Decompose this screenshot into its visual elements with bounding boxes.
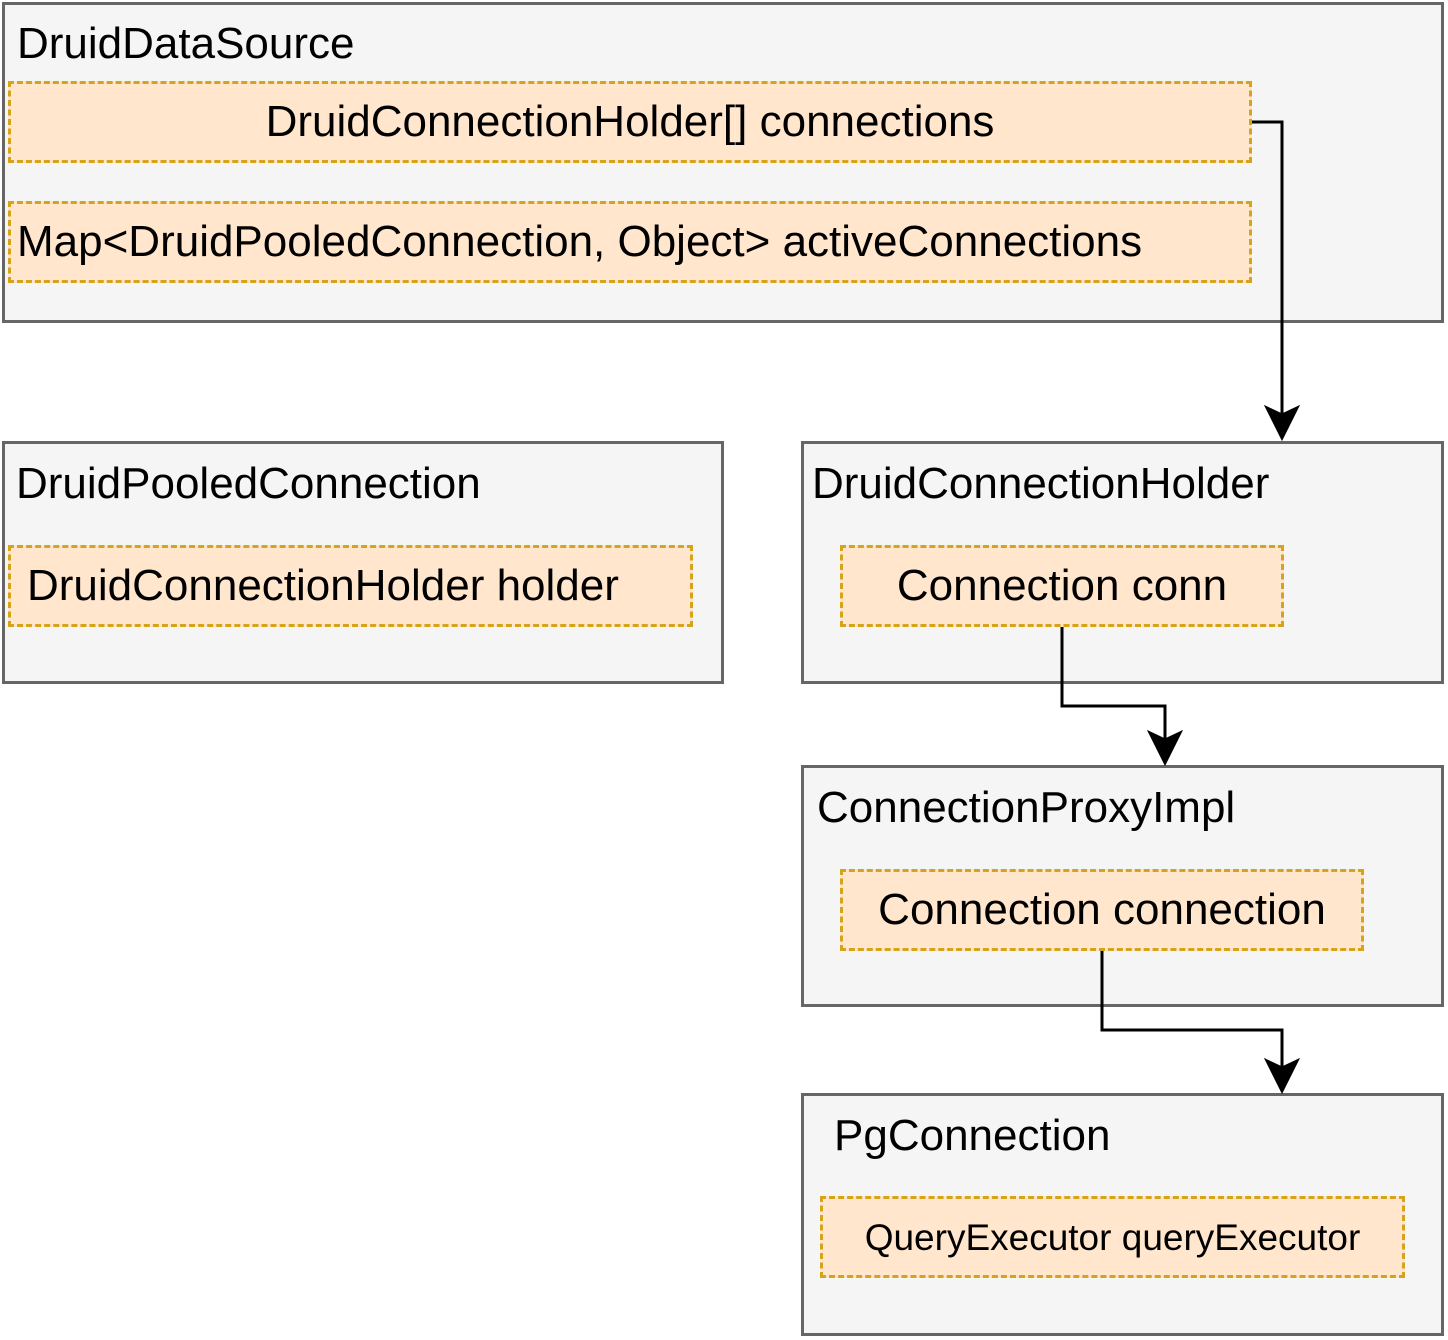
connections-field-label: DruidConnectionHolder[] connections bbox=[265, 97, 995, 146]
druid-data-source-title: DruidDataSource bbox=[17, 19, 355, 68]
connection-proxy-impl-title: ConnectionProxyImpl bbox=[817, 783, 1236, 832]
druid-pooled-connection-title: DruidPooledConnection bbox=[16, 459, 481, 508]
pg-connection-title: PgConnection bbox=[834, 1111, 1111, 1160]
active-connections-field: Map<DruidPooledConnection, Object> activ… bbox=[8, 201, 1252, 283]
holder-field-label: DruidConnectionHolder holder bbox=[27, 561, 619, 610]
holder-field: DruidConnectionHolder holder bbox=[8, 545, 693, 627]
connections-field: DruidConnectionHolder[] connections bbox=[8, 81, 1252, 163]
active-connections-field-label: Map<DruidPooledConnection, Object> activ… bbox=[17, 217, 1143, 266]
conn-to-proxy-arrowhead bbox=[1146, 729, 1184, 767]
connection-field: Connection connection bbox=[840, 869, 1364, 951]
query-executor-field: QueryExecutor queryExecutor bbox=[820, 1196, 1405, 1278]
conn-field-label: Connection conn bbox=[896, 561, 1228, 610]
druid-connection-holder-title: DruidConnectionHolder bbox=[812, 459, 1270, 508]
connection-to-pg-arrowhead bbox=[1263, 1057, 1301, 1095]
connection-field-label: Connection connection bbox=[878, 885, 1326, 934]
conn-field: Connection conn bbox=[840, 545, 1284, 627]
query-executor-field-label: QueryExecutor queryExecutor bbox=[864, 1216, 1361, 1258]
connections-to-holder-arrowhead bbox=[1263, 404, 1301, 442]
